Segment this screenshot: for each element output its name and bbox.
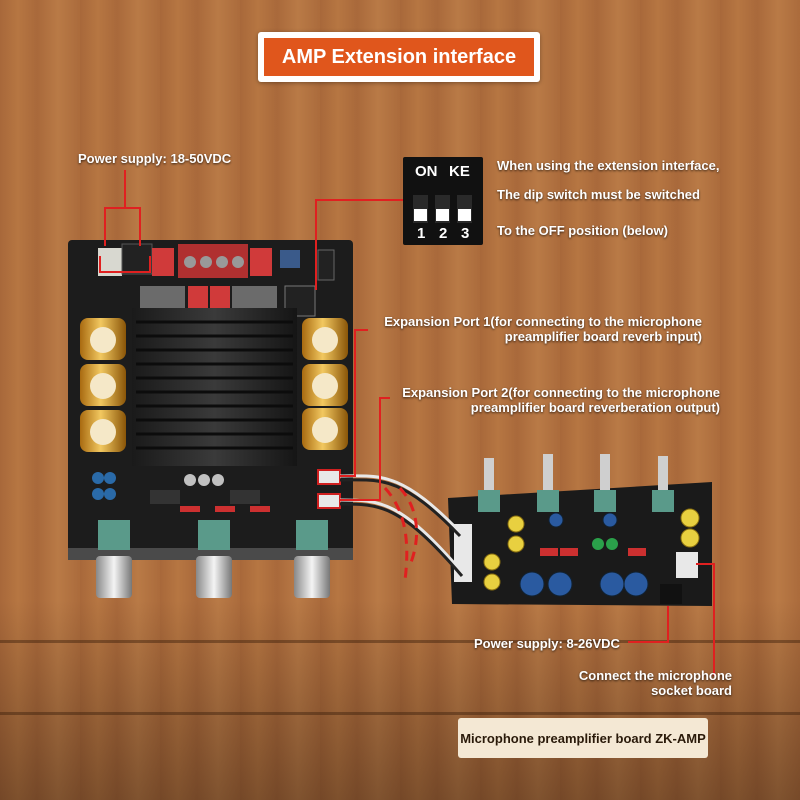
wood-plank-seam <box>0 712 800 715</box>
dip-switch-1 <box>413 195 428 223</box>
preamp-board <box>448 454 712 606</box>
amplifier-board <box>68 240 353 598</box>
dip-switch: ON KE 1 2 3 <box>403 157 483 245</box>
dip-brand-label: KE <box>449 163 470 180</box>
expansion-port-1 <box>317 469 341 485</box>
knob <box>294 556 330 598</box>
product-caption: Microphone preamplifier board ZK-AMP <box>458 718 708 758</box>
dip-position-1: 1 <box>417 225 426 242</box>
expansion-port-2 <box>317 493 341 509</box>
page-title: AMP Extension interface <box>264 38 534 76</box>
mic-socket-label-line1: Connect the microphone <box>578 668 732 683</box>
expansion-port-1-label-line1: Expansion Port 1(for connecting to the m… <box>384 314 702 329</box>
wood-plank-seam <box>0 640 800 643</box>
mic-socket-label-line2: socket board <box>651 683 732 698</box>
capacitors-left <box>80 318 126 452</box>
knob <box>196 556 232 598</box>
preamp-pots <box>478 454 674 512</box>
dip-position-2: 2 <box>439 225 448 242</box>
knob <box>96 556 132 598</box>
power-supply-preamp-label: Power supply: 8-26VDC <box>474 636 620 651</box>
dip-instruction-line1: When using the extension interface, <box>497 158 720 173</box>
dip-on-label: ON <box>415 163 438 180</box>
expansion-port-1-label-line2: preamplifier board reverb input) <box>504 329 702 344</box>
capacitors-right <box>302 318 348 450</box>
dip-switch-3 <box>457 195 472 223</box>
power-supply-main-label: Power supply: 18-50VDC <box>78 151 232 166</box>
dip-position-3: 3 <box>461 225 470 242</box>
dip-instruction-line2: The dip switch must be switched <box>497 187 700 202</box>
connecting-wires <box>339 474 464 581</box>
expansion-port-2-label-line2: preamplifier board reverberation output) <box>470 400 720 415</box>
dip-switch-2 <box>435 195 450 223</box>
callout-lines <box>99 170 715 676</box>
title-banner: AMP Extension interface <box>258 32 540 82</box>
heatsink <box>132 308 297 466</box>
expansion-port-2-label-line1: Expansion Port 2(for connecting to the m… <box>402 385 720 400</box>
dip-instruction-line3: To the OFF position (below) <box>497 223 668 238</box>
